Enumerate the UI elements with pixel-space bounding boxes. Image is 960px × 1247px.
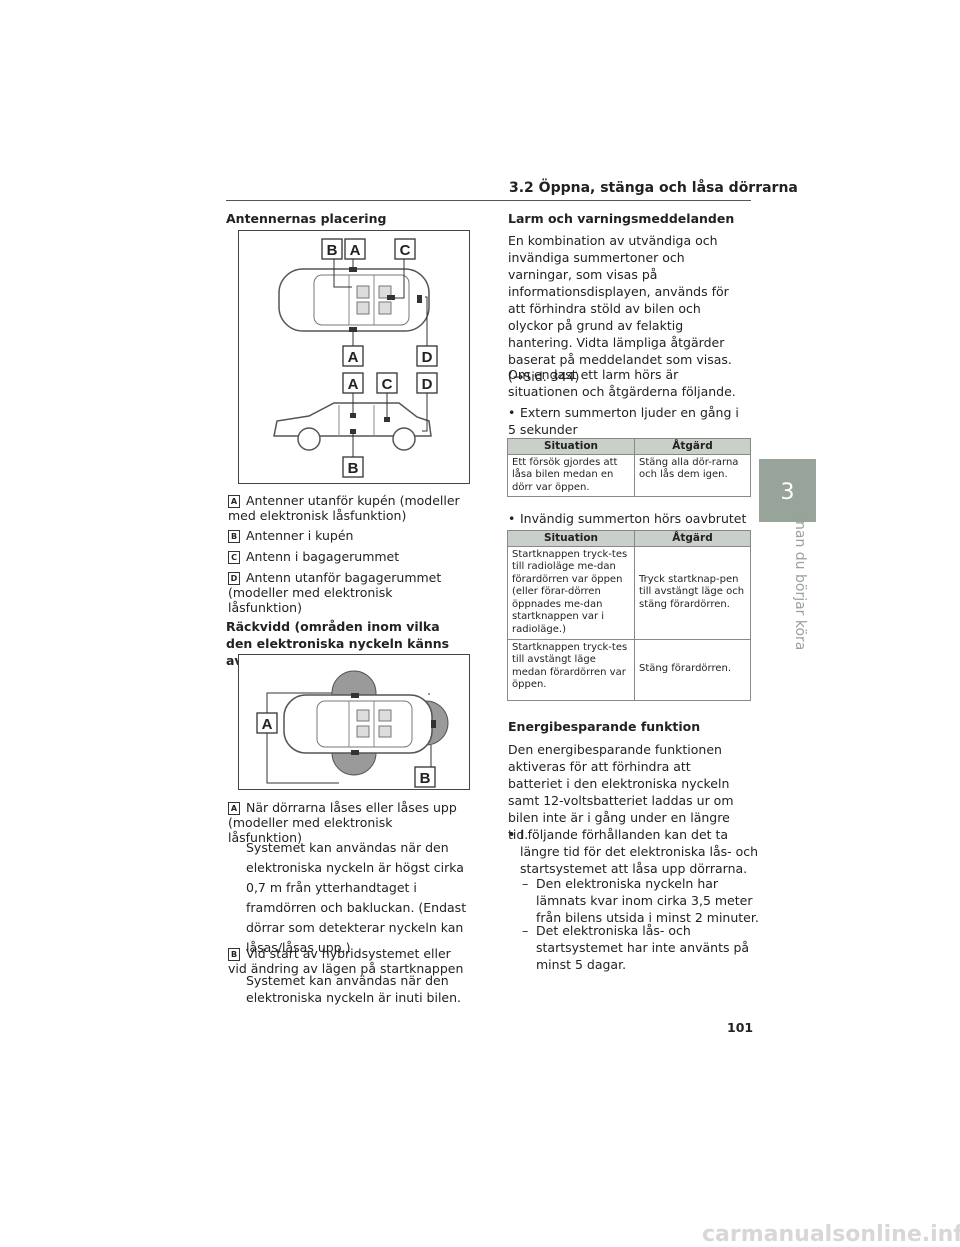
range-label-a-text: A <box>262 716 273 733</box>
legend-text-c: Antenn i bagagerummet <box>246 549 400 564</box>
section-title: 3.2 Öppna, stänga och låsa dörrarna <box>509 180 798 196</box>
table2-cell: Startknappen tryck-tes till radioläge me… <box>507 545 635 640</box>
header-divider <box>226 200 751 201</box>
legend-key-a: A <box>228 495 240 508</box>
table-internal-buzzer: Situation Åtgärd Startknappen tryck-tes … <box>507 530 751 701</box>
label-a-top <box>344 238 366 260</box>
antenna-location-figure: B A C A D A C D B <box>238 230 470 484</box>
table1-header-situation: Situation <box>507 438 635 455</box>
label-d-mid <box>416 345 438 367</box>
label-a-mid-text: A <box>348 349 359 366</box>
chapter-tab <box>759 459 816 522</box>
range-label-b-text: B <box>420 770 431 787</box>
bullet-external-buzzer: •Extern summerton ljuder en gång i 5 sek… <box>508 405 739 437</box>
label-d-mid-text: D <box>422 349 433 366</box>
label-a-side-text: A <box>348 376 359 393</box>
table1-cell: Ett försök gjordes att låsa bilen medan … <box>507 453 635 497</box>
range-diagram: A B <box>256 670 449 788</box>
dash-item-2: –Det elektroniska lås- och startsystemet… <box>522 923 750 972</box>
legend-text-a: Antenner utanför kupén (modeller med ele… <box>228 493 460 523</box>
range-detail-b: Systemet kan användas när den elektronis… <box>246 973 462 1005</box>
range-key-b: B <box>228 948 240 961</box>
legend-text-b: Antenner i kupén <box>246 528 354 543</box>
page-number: 101 <box>727 1020 754 1035</box>
legend-key-c: C <box>228 551 240 564</box>
alarm-text-2: Om endast ett larm hörs är situationen o… <box>508 367 736 399</box>
label-b-top <box>321 238 343 260</box>
table2-cell: Startknappen tryck-tes till avstängt läg… <box>507 638 635 701</box>
label-c-top <box>394 238 416 260</box>
antenna-diagram: B A C A D A C D B <box>273 238 438 478</box>
legend-key-d: D <box>228 572 240 585</box>
range-label-b <box>414 766 436 788</box>
bullet-internal-buzzer: •Invändig summerton hörs oavbrutet <box>508 511 747 526</box>
legend-item-b: B Antenner i kupén <box>228 528 468 543</box>
table2-header-action: Åtgärd <box>634 530 751 547</box>
label-d-side-text: D <box>422 376 433 393</box>
bullet-internal-buzzer-text: Invändig summerton hörs oavbrutet <box>520 511 747 526</box>
table2-header-situation: Situation <box>507 530 635 547</box>
chapter-title-vertical: Innan du börjar köra <box>788 508 808 665</box>
table-row: Ett försök gjordes att låsa bilen medan … <box>507 453 751 497</box>
range-key-a: A <box>228 802 240 815</box>
table1-header-action: Åtgärd <box>634 438 751 455</box>
table2-cell: Tryck startknap-pen till avstängt läge o… <box>634 545 751 640</box>
bullet-energy-conditions: •I följande förhållanden kan det ta läng… <box>508 827 759 876</box>
energy-heading: Energibesparande funktion <box>508 719 701 734</box>
bullet-energy-conditions-text: I följande förhållanden kan det ta längr… <box>520 827 759 876</box>
legend-item-c: C Antenn i bagagerummet <box>228 549 468 564</box>
alarm-heading: Larm och varningsmeddelanden <box>508 211 735 226</box>
label-a-mid <box>342 345 364 367</box>
watermark: carmanualsonline.info <box>702 1222 960 1247</box>
range-text-a: När dörrarna låses eller låses upp (mode… <box>228 800 457 845</box>
table1-cell: Stäng alla dör-rarna och lås dem igen. <box>634 453 751 497</box>
range-heading: Räckvidd (områden inom vilka den elektro… <box>226 619 450 668</box>
range-detail-a: Systemet kan användas när den elektronis… <box>246 840 467 955</box>
label-b-top-text: B <box>327 242 338 259</box>
antenna-heading: Antennernas placering <box>226 211 387 226</box>
label-b-side-text: B <box>348 460 359 477</box>
legend-key-b: B <box>228 530 240 543</box>
range-label-a <box>256 712 278 734</box>
label-b-side <box>342 456 364 478</box>
dash-item-2-text: Det elektroniska lås- och startsystemet … <box>536 923 750 972</box>
table-row: Startknappen tryck-tes till avstängt läg… <box>507 638 751 701</box>
table-row: Startknappen tryck-tes till radioläge me… <box>507 545 751 640</box>
label-c-side-text: C <box>382 376 393 393</box>
dash-item-1-text: Den elektroniska nyckeln har lämnats kva… <box>536 876 759 925</box>
table-external-buzzer: Situation Åtgärd Ett försök gjordes att … <box>507 438 751 497</box>
table2-cell: Stäng förardörren. <box>634 638 751 701</box>
alarm-text: En kombination av utvändiga och invändig… <box>508 233 732 384</box>
dash-item-1: –Den elektroniska nyckeln har lämnats kv… <box>522 876 759 925</box>
energy-text: Den energibesparande funktionen aktivera… <box>508 742 734 842</box>
label-c-top-text: C <box>400 242 411 259</box>
chapter-number: 3 <box>780 480 795 505</box>
legend-text-d: Antenn utanför bagagerummet (modeller me… <box>228 570 442 615</box>
range-figure: A B <box>238 654 470 790</box>
label-a-top-text: A <box>350 242 361 259</box>
chapter-title: Innan du börjar köra <box>792 508 808 651</box>
range-text-b: Vid start av hybridsystemet eller vid än… <box>228 946 464 976</box>
bullet-external-buzzer-text: Extern summerton ljuder en gång i 5 seku… <box>508 405 739 437</box>
